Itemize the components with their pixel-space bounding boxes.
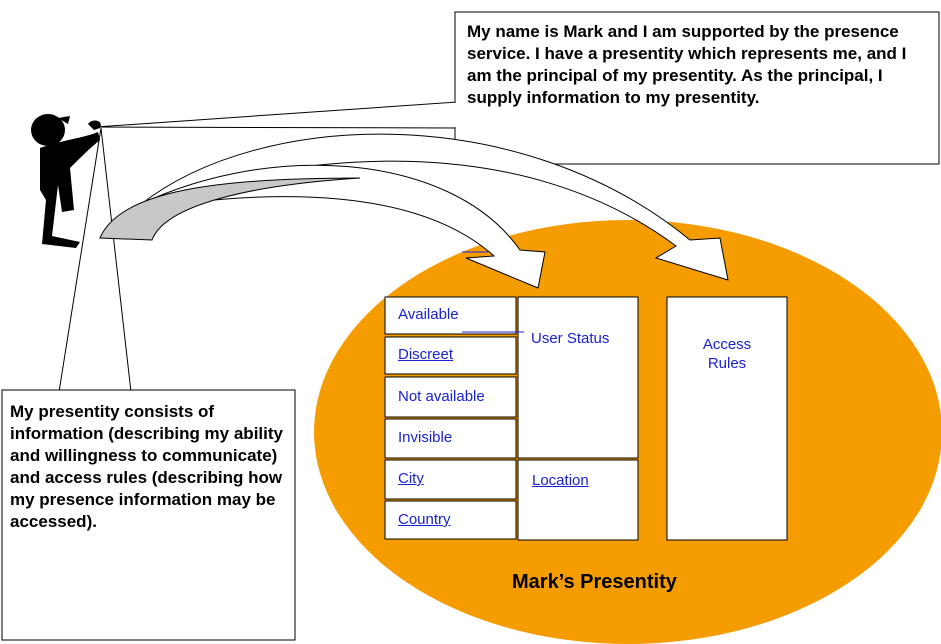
location-box [517, 459, 639, 541]
status-item-not-available: Not available [398, 388, 485, 405]
mark-callout-box [454, 11, 940, 165]
status-item-available: Available [398, 306, 459, 323]
status-item-invisible: Invisible [398, 429, 453, 446]
status-item-discreet[interactable]: Discreet [398, 346, 454, 363]
status-boxes [384, 296, 517, 540]
mark-callout-pointer [95, 101, 458, 129]
presentity-callout-text: My presentity consists of information (d… [10, 402, 283, 531]
presentity-title: Mark’s Presentity [512, 571, 677, 593]
user-status-box [517, 296, 639, 459]
mark-callout-text: My name is Mark and I am supported by th… [467, 22, 907, 107]
person-figure [31, 114, 101, 248]
access-rules-box [666, 296, 788, 541]
access-rules-label: Access Rules [702, 336, 752, 372]
arrow-base [99, 177, 361, 241]
location-item-city[interactable]: City [398, 470, 424, 487]
location-label[interactable]: Location [532, 472, 589, 489]
user-status-label: User Status [531, 330, 610, 347]
location-item-country[interactable]: Country [398, 511, 451, 528]
presentity-callout-box [1, 389, 296, 641]
